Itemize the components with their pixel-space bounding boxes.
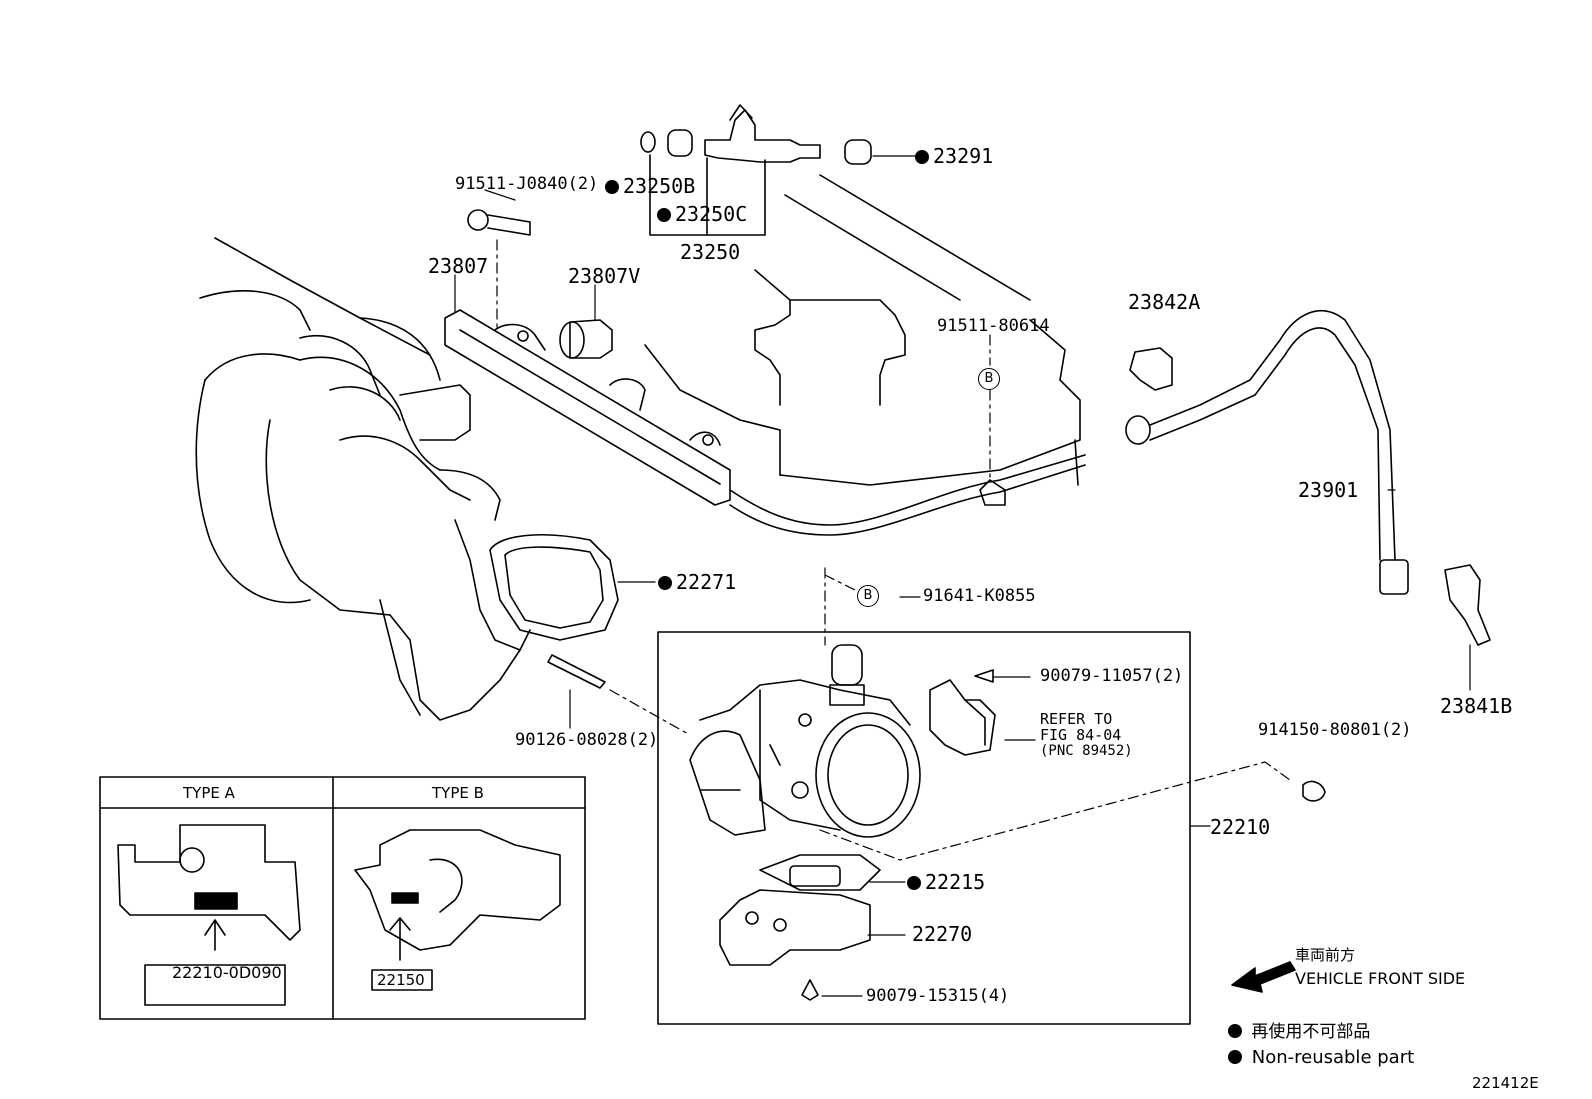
bolt-drawing <box>467 209 531 236</box>
type-b-title: TYPE B <box>432 784 484 802</box>
label-90126-08028: 90126-08028(2) <box>515 730 659 750</box>
throttle-body-box <box>657 631 1191 1025</box>
stud-bolt-drawing <box>547 654 606 689</box>
nonreusable-dot-icon <box>1228 1024 1242 1038</box>
label-23250: 23250 <box>680 240 741 264</box>
b-marker-1: B <box>978 368 1000 390</box>
label-90079-15315: 90079-15315(4) <box>866 986 1010 1006</box>
legend-nonreusable-jp: 再使用不可部品 <box>1228 1024 1370 1041</box>
type-a-part-number: 22210-0D090 <box>172 963 282 982</box>
type-b-part-number: 22150 <box>377 971 425 989</box>
label-91511-80614: 91511-80614 <box>937 316 1050 336</box>
label-23901: 23901 <box>1298 478 1359 502</box>
label-23250c: 23250C <box>657 204 747 224</box>
clamp-drawing <box>1129 347 1173 391</box>
nonreusable-dot-icon <box>657 208 671 222</box>
gasket-drawing <box>489 534 619 641</box>
type-inset <box>99 776 586 1020</box>
type-a-title: TYPE A <box>183 784 235 802</box>
label-91641-k0855: 91641-K0855 <box>923 586 1036 606</box>
legend-front-en: VEHICLE FRONT SIDE <box>1295 969 1466 988</box>
label-22271: 22271 <box>658 572 736 592</box>
b-marker-2: B <box>857 585 879 607</box>
throttle-body-drawing <box>689 644 996 1001</box>
grommet-drawing <box>559 319 613 359</box>
label-23807v: 23807V <box>568 264 641 288</box>
label-22270: 22270 <box>912 922 973 946</box>
nonreusable-dot-icon <box>907 876 921 890</box>
legend-front-jp: 車両前方 <box>1295 946 1356 964</box>
refer-line-3: (PNC 89452) <box>1040 743 1133 759</box>
label-23841b: 23841B <box>1440 694 1513 718</box>
intake-plenum-drawing <box>195 237 531 721</box>
injector-drawing <box>640 104 872 236</box>
label-23842a: 23842A <box>1128 290 1201 314</box>
head-cover-drawing <box>644 174 1081 486</box>
label-91511-j0840: 91511-J0840(2) <box>455 174 599 194</box>
fuel-delivery-pipe-drawing <box>444 309 1086 536</box>
label-23291: 23291 <box>915 146 993 166</box>
clip-drawing <box>1444 564 1491 646</box>
refer-line-2: FIG 84-04 <box>1040 726 1122 744</box>
label-90079-11057: 90079-11057(2) <box>1040 666 1184 686</box>
fuel-hose-drawing <box>1125 309 1409 595</box>
label-22215: 22215 <box>907 872 985 892</box>
nonreusable-dot-icon <box>605 180 619 194</box>
nonreusable-dot-icon <box>658 576 672 590</box>
diagram-id: 221412E <box>1472 1074 1539 1092</box>
vehicle-front-arrow <box>1231 961 1296 993</box>
label-23807: 23807 <box>428 254 489 278</box>
refer-line-1: REFER TO <box>1040 710 1113 728</box>
label-23250b: 23250B <box>605 176 695 196</box>
nonreusable-dot-icon <box>915 150 929 164</box>
label-22210: 22210 <box>1210 815 1271 839</box>
nonreusable-dot-icon <box>1228 1050 1242 1064</box>
label-914150-80801: 914150-80801(2) <box>1258 720 1412 740</box>
legend-nonreusable-en: Non-reusable part <box>1228 1049 1414 1067</box>
